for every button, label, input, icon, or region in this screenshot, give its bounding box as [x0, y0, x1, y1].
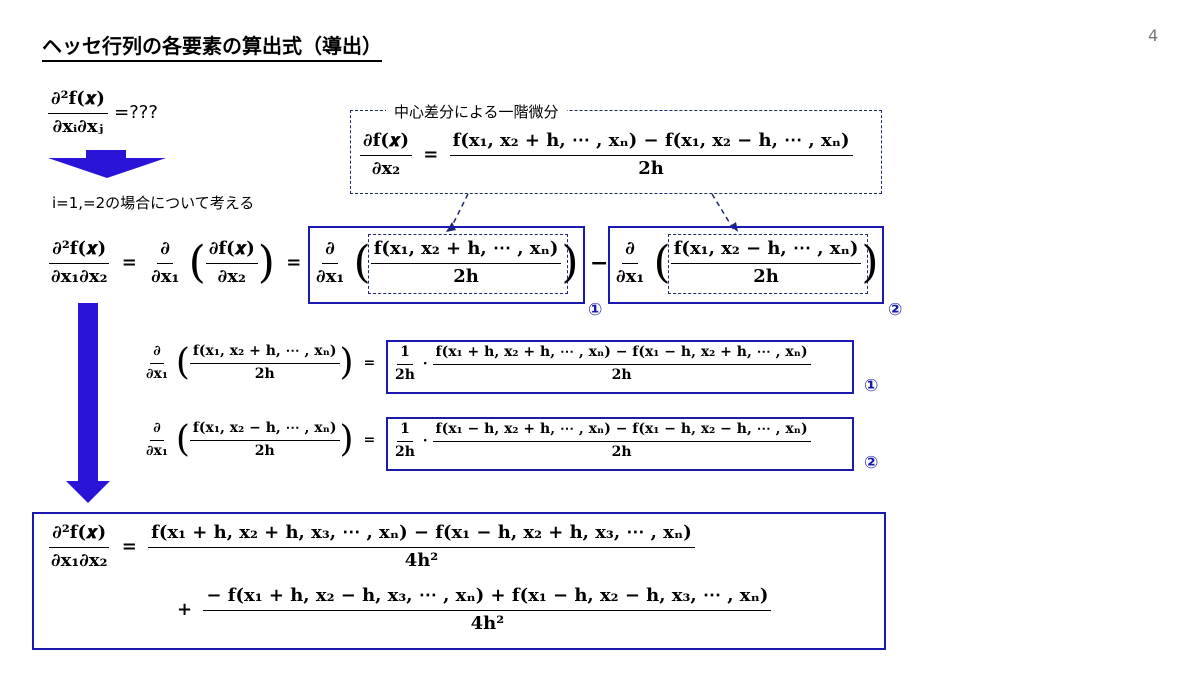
central-diff-box — [350, 110, 882, 194]
sub-result-box-1 — [386, 340, 854, 394]
central-diff-formula: ∂f(𝒙)∂x₂ = f(x₁, x₂ + h, ⋯ , xₙ) − f(x₁,… — [360, 130, 853, 180]
page-number: 4 — [1148, 26, 1159, 45]
minus-sign: − — [590, 250, 609, 276]
page-title: ヘッセ行列の各要素の算出式（導出） — [42, 30, 382, 62]
sub-result-box-2 — [386, 417, 854, 471]
main-equation-lhs: ∂²f(𝒙)∂x₁∂x₂ = ∂∂x₁ (∂f(𝒙)∂x₂) = — [49, 237, 302, 288]
final-formula-line-1: ∂²f(𝒙)∂x₁∂x₂ = f(x₁ + h, x₂ + h, x₃, ⋯ ,… — [48, 522, 695, 572]
term-2: ∂∂x₁ (f(x₁, x₂ − h, ⋯ , xₙ)2h) — [616, 237, 879, 288]
long-down-arrow-icon — [66, 303, 110, 503]
final-formula-line-2: + − f(x₁ + h, x₂ − h, x₃, ⋯ , xₙ) + f(x₁… — [172, 585, 772, 635]
marker-sub-2: ② — [864, 453, 879, 473]
case-note: i=1,=2の場合について考える — [52, 194, 255, 212]
sub-equation-1: ∂∂x₁ (f(x₁, x₂ + h, ⋯ , xₙ)2h) = — [146, 342, 376, 383]
down-arrow-icon — [48, 150, 166, 178]
term-box-1 — [308, 226, 585, 304]
marker-1: ① — [588, 300, 603, 320]
sub-equation-2: ∂∂x₁ (f(x₁, x₂ − h, ⋯ , xₙ)2h) = — [146, 419, 376, 460]
central-diff-label: 中心差分による一階微分 — [386, 101, 567, 122]
term-box-2 — [608, 226, 884, 304]
intro-formula: ∂²f(𝒙)∂xᵢ∂xⱼ =??? — [48, 88, 158, 138]
final-result-box — [32, 512, 886, 650]
term-1: ∂∂x₁ (f(x₁, x₂ + h, ⋯ , xₙ)2h) — [316, 237, 579, 288]
term-dashed-1 — [368, 234, 568, 294]
marker-2: ② — [888, 300, 903, 320]
marker-sub-1: ① — [864, 376, 879, 396]
term-dashed-2 — [668, 234, 868, 294]
